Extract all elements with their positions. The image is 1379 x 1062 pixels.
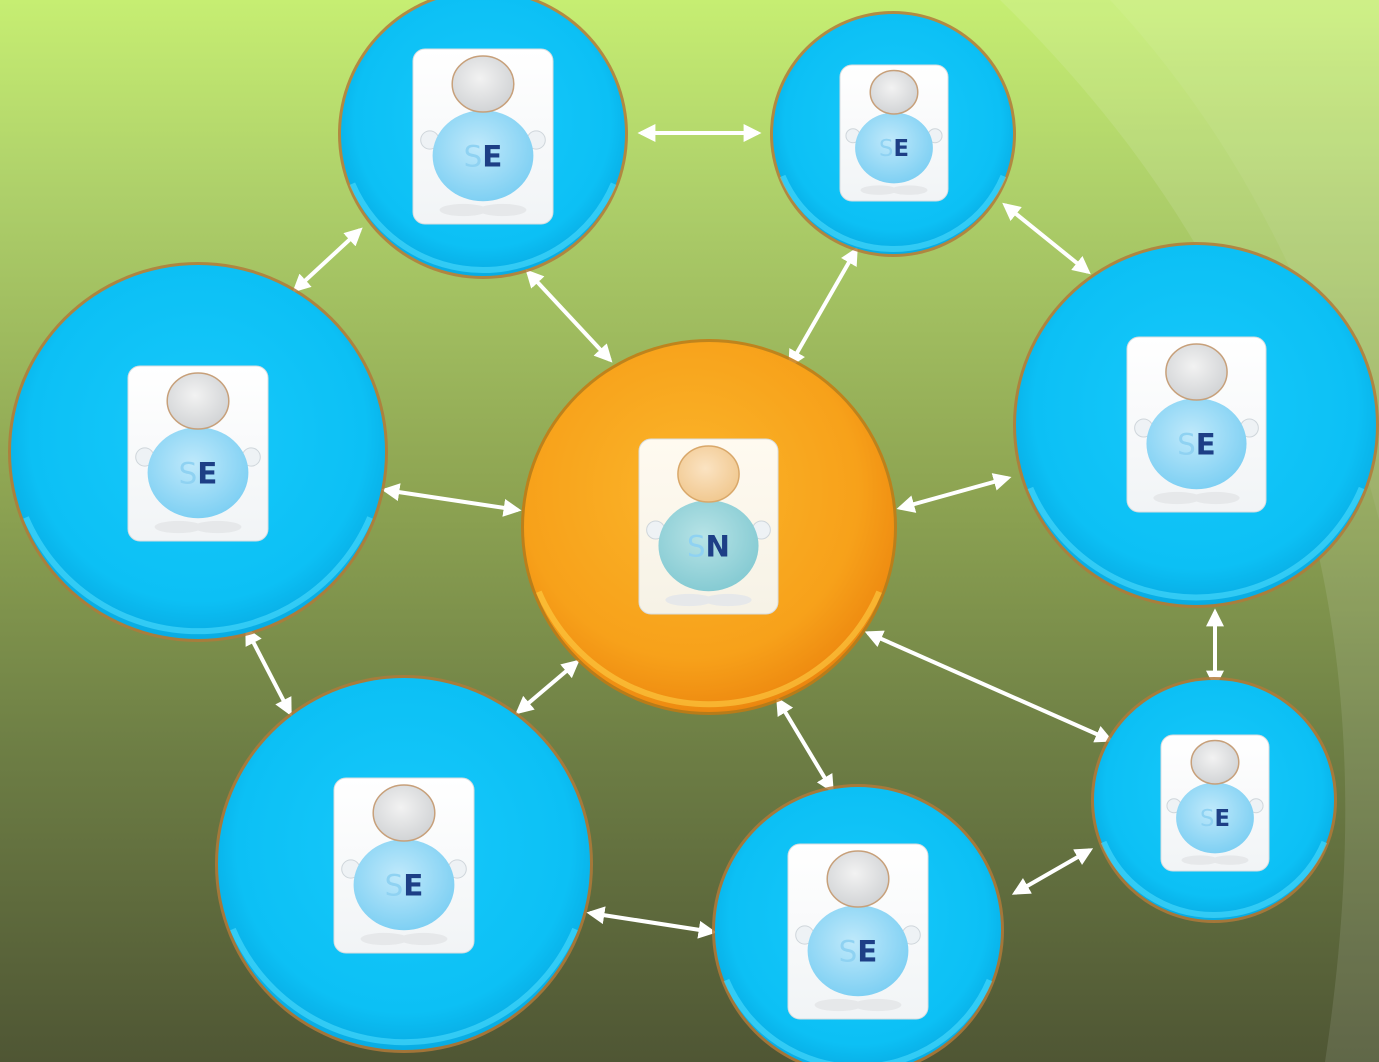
figure-foot (1211, 855, 1249, 865)
person-badge-icon: SE (1126, 336, 1267, 513)
connection-arrow-top-left-to-left (292, 227, 363, 293)
center-node[interactable]: SN (521, 339, 897, 715)
figure-head (1190, 739, 1240, 785)
label-second-letter: E (197, 456, 217, 490)
connection-arrow-top-right-to-right (1002, 202, 1091, 275)
node-bevel (779, 174, 1007, 252)
node-top-right[interactable]: SE (770, 11, 1016, 257)
connection-arrow-left-to-center (381, 483, 522, 517)
label-first-letter: S (464, 139, 483, 173)
node-bevel (536, 590, 882, 708)
figure-body (353, 839, 455, 931)
figure-body (807, 905, 909, 997)
connection-arrow-top-right-to-center (788, 246, 858, 369)
node-label: SE (464, 139, 503, 173)
figure-head (372, 784, 436, 842)
connection-arrow-bottom-right-to-center (864, 630, 1114, 743)
person-badge-icon: SE (412, 48, 554, 225)
figure-head (869, 69, 919, 115)
figure-foot (1181, 855, 1219, 865)
label-first-letter: S (1177, 427, 1196, 461)
label-second-letter: E (1196, 427, 1216, 461)
background-sweep (1110, 0, 1379, 520)
label-second-letter: E (893, 136, 909, 162)
node-label: SE (839, 934, 878, 968)
label-second-letter: N (706, 529, 730, 563)
label-first-letter: S (1200, 806, 1214, 832)
figure-foot (478, 203, 527, 217)
node-bevel (1027, 486, 1365, 601)
node-left[interactable]: SE (8, 262, 388, 642)
node-bevel (1100, 840, 1328, 918)
figure-foot (1153, 491, 1201, 505)
figure-head (677, 445, 740, 503)
figure-foot (1192, 491, 1240, 505)
node-label: SE (1200, 806, 1230, 832)
node-label: SE (1177, 427, 1215, 461)
figure-foot (860, 185, 898, 195)
node-bottom-middle[interactable]: SE (712, 784, 1004, 1062)
connection-arrow-top-left-to-center (525, 269, 613, 363)
label-first-letter: S (839, 934, 858, 968)
figure-body (1146, 398, 1247, 490)
label-first-letter: S (385, 868, 404, 902)
node-bevel (723, 978, 993, 1062)
label-first-letter: S (879, 136, 893, 162)
node-bevel (230, 927, 578, 1046)
center-node-label: SN (687, 529, 730, 563)
person-badge-icon: SE (1160, 734, 1270, 872)
node-label: SE (179, 456, 218, 490)
label-second-letter: E (1214, 806, 1230, 832)
connection-arrow-bottom-left-to-center (515, 659, 580, 715)
figure-body (1176, 782, 1254, 854)
figure-foot (360, 932, 409, 946)
figure-body (432, 110, 534, 202)
figure-head (826, 850, 890, 908)
person-badge-icon: SE (839, 64, 949, 202)
label-first-letter: S (687, 529, 706, 563)
figure-foot (154, 520, 203, 534)
figure-body (658, 500, 759, 592)
node-label: SE (385, 868, 424, 902)
person-badge-icon: SE (333, 777, 475, 954)
figure-foot (814, 998, 863, 1012)
node-bottom-left[interactable]: SE (215, 675, 593, 1053)
node-right[interactable]: SE (1013, 242, 1379, 608)
connection-arrow-bottom-left-to-bottom-middle (586, 906, 717, 939)
figure-body (147, 427, 249, 519)
figure-head (166, 372, 230, 430)
person-badge-icon: SE (127, 365, 269, 542)
label-second-letter: E (403, 868, 423, 902)
person-badge-icon: SE (787, 843, 929, 1020)
node-bottom-right[interactable]: SE (1091, 677, 1337, 923)
figure-foot (193, 520, 242, 534)
node-top-left[interactable]: SE (338, 0, 628, 279)
label-second-letter: E (482, 139, 502, 173)
figure-foot (399, 932, 448, 946)
figure-foot (665, 593, 713, 607)
figure-body (855, 112, 933, 184)
figure-foot (890, 185, 928, 195)
node-label: SE (879, 136, 909, 162)
connection-arrow-bottom-middle-to-bottom-right (1011, 848, 1094, 895)
label-second-letter: E (857, 934, 877, 968)
figure-foot (439, 203, 488, 217)
connection-layer (245, 124, 1224, 939)
connection-arrow-left-to-bottom-left (245, 626, 292, 717)
figure-head (451, 55, 515, 113)
person-badge-icon: SN (638, 438, 779, 615)
figure-head (1165, 343, 1228, 401)
label-first-letter: S (179, 456, 198, 490)
connection-arrow-right-to-center (896, 473, 1012, 513)
connection-arrow-bottom-middle-to-center (776, 696, 834, 794)
figure-foot (704, 593, 752, 607)
node-bevel (23, 516, 373, 635)
node-bevel (349, 182, 617, 274)
figure-foot (853, 998, 902, 1012)
